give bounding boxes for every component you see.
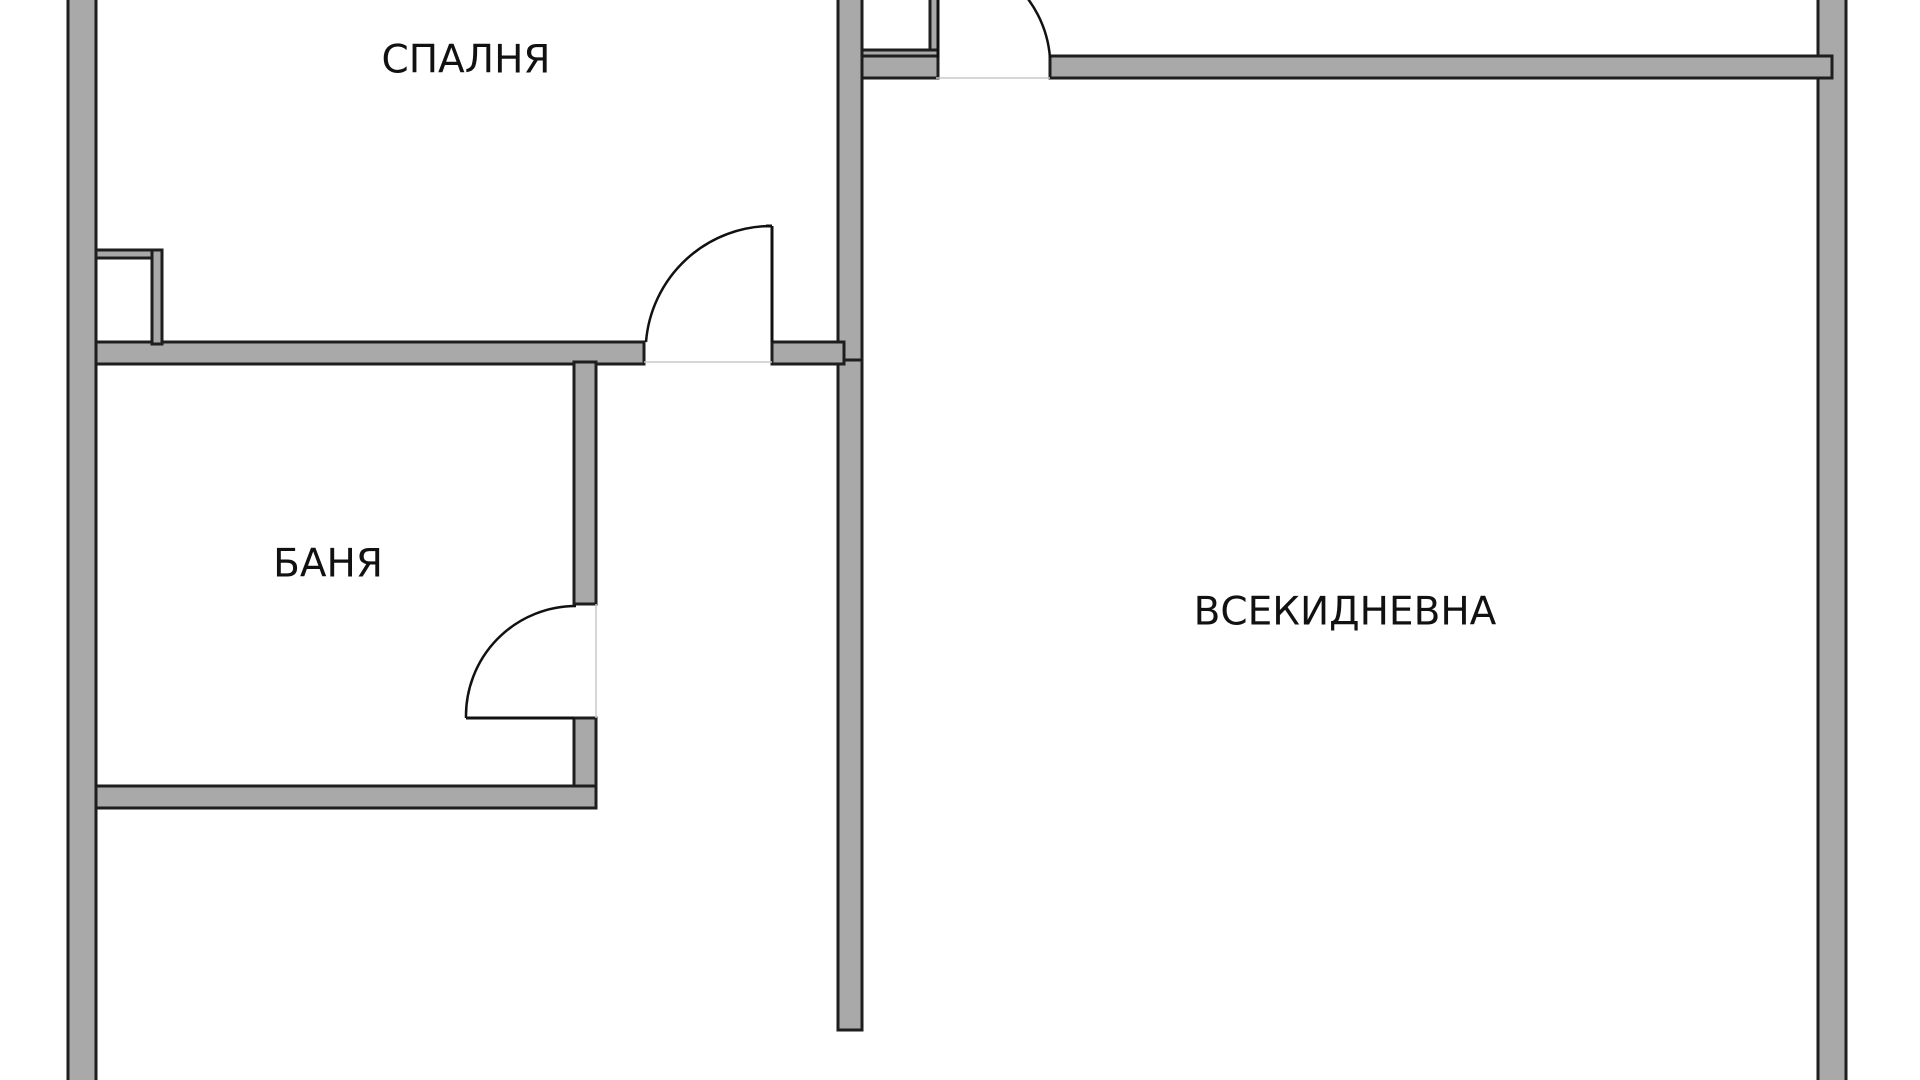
bathroom-right-wall-upper: [572, 360, 598, 606]
door-corridor-top: [936, 0, 1052, 79]
living-room-top-wall: [1048, 54, 1834, 80]
bathroom-bottom-wall: [94, 784, 598, 810]
room-label-bedroom: СПАЛНЯ: [382, 38, 551, 83]
exterior-wall-right: [1816, 0, 1848, 1080]
living-room-left-wall: [836, 358, 864, 1032]
door-bathroom: [464, 604, 597, 720]
exterior-wall-left: [66, 0, 98, 1080]
bedroom-closet-wall-right: [150, 248, 164, 346]
bedroom-right-wall: [836, 0, 864, 362]
bedroom-bottom-wall-right: [770, 340, 846, 366]
bedroom-bottom-wall-left: [94, 340, 646, 366]
room-label-living-room: ВСЕКИДНЕВНА: [1194, 590, 1497, 635]
room-label-bathroom: БАНЯ: [273, 542, 383, 587]
door-bedroom: [644, 224, 774, 363]
